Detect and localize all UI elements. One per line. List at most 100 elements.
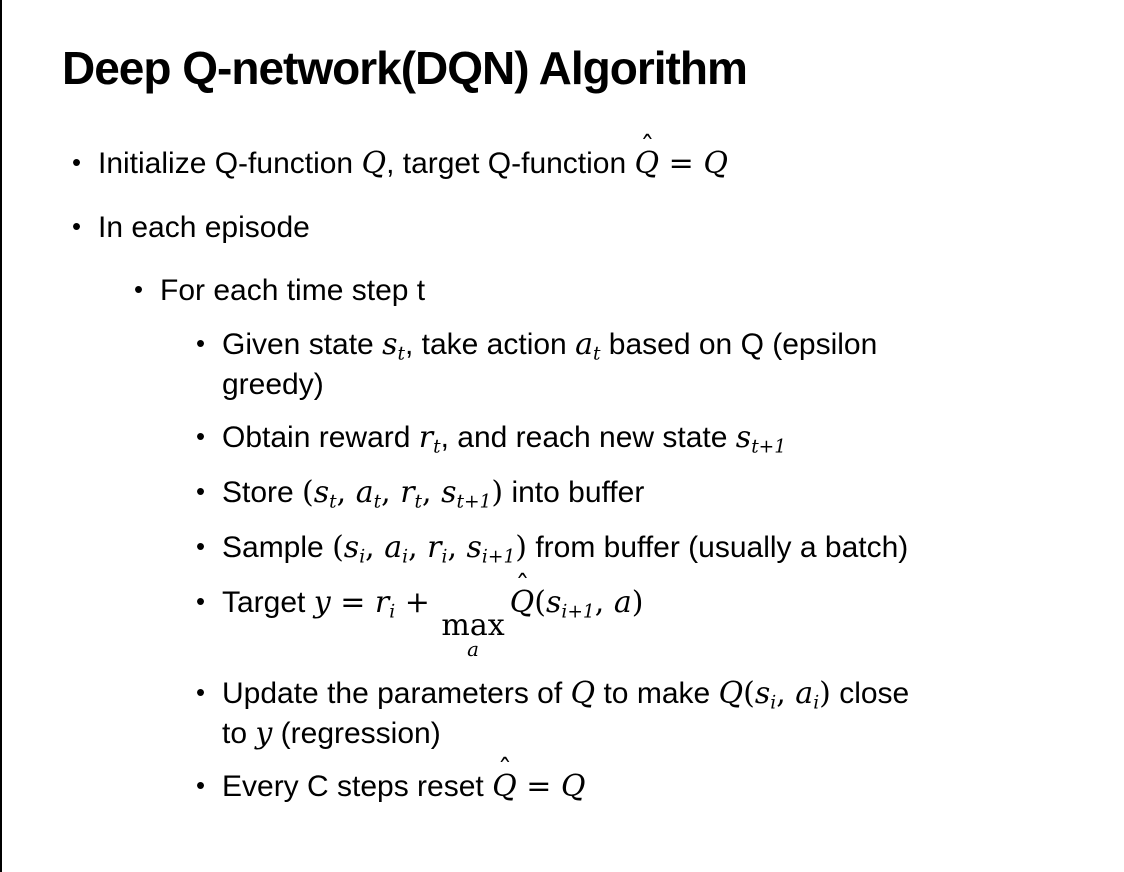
bullet-item: •Update the parameters of Q to make Q(si… bbox=[0, 675, 1096, 753]
text-segment: into buffer bbox=[503, 476, 645, 510]
bullet-text: Update the parameters of Q to make Q(si,… bbox=[222, 675, 1096, 753]
math-var-subscript: si bbox=[343, 530, 366, 568]
math-var-subscript: ri bbox=[374, 585, 396, 623]
math-var: y bbox=[313, 585, 331, 621]
bullet-marker: • bbox=[72, 212, 82, 241]
math-roman: ) bbox=[819, 675, 831, 711]
math-var: y bbox=[255, 715, 273, 751]
bullet-text: Given state st, take action at based on … bbox=[222, 326, 1096, 404]
math-roman: ( bbox=[332, 530, 344, 566]
bullet-text: Store (st, at, rt, st+1) into buffer bbox=[222, 474, 1096, 514]
math-roman: , bbox=[381, 475, 401, 511]
text-segment: to make bbox=[595, 676, 719, 710]
text-segment: Sample bbox=[222, 531, 333, 565]
math-var-subscript: si+1 bbox=[546, 585, 595, 623]
math-roman: ) bbox=[515, 530, 527, 566]
bullet-text: Sample (si, ai, ri, si+1) from buffer (u… bbox=[222, 529, 1096, 569]
math-var-subscript: st bbox=[313, 475, 337, 513]
math-var-subscript: rt bbox=[400, 475, 423, 513]
bullet-text: Obtain reward rt, and reach new state st… bbox=[222, 419, 1096, 459]
bullet-marker: • bbox=[196, 678, 206, 707]
math-var: Q bbox=[570, 675, 596, 711]
text-segment: based on Q (epsilon bbox=[600, 328, 878, 362]
bullet-item: •Initialize Q-function Q, target Q-funct… bbox=[0, 131, 1096, 183]
bullet-text: In each episode bbox=[98, 209, 1096, 247]
math-roman: , bbox=[408, 530, 428, 566]
slide-title: Deep Q-network(DQN) Algorithm bbox=[62, 42, 748, 94]
math-var: Q bbox=[703, 145, 728, 181]
math-roman: = bbox=[330, 585, 375, 621]
text-segment: , target Q-function bbox=[386, 146, 635, 180]
math-roman: ( bbox=[743, 675, 755, 711]
math-var-subscript: ri bbox=[427, 530, 448, 568]
slide-edge-line bbox=[0, 0, 2, 872]
text-segment: Every C steps reset bbox=[222, 769, 493, 803]
bullet-list: •Initialize Q-function Q, target Q-funct… bbox=[0, 131, 1096, 806]
bullet-marker: • bbox=[196, 588, 206, 617]
math-roman: ) bbox=[491, 475, 504, 511]
text-segment: Initialize Q-function bbox=[98, 146, 362, 180]
bullet-item: •Store (st, at, rt, st+1) into buffer bbox=[0, 474, 1096, 514]
math-var-subscript: st+1 bbox=[441, 475, 492, 513]
math-roman: = bbox=[659, 145, 704, 181]
text-segment: In each episode bbox=[98, 210, 310, 244]
bullet-marker: • bbox=[196, 533, 206, 562]
text-segment: greedy) bbox=[222, 368, 324, 402]
bullet-item: • Obtain reward rt, and reach new state s… bbox=[0, 419, 1096, 459]
bullet-marker: • bbox=[196, 423, 206, 452]
math-roman: , bbox=[594, 585, 614, 621]
math-var-subscript: st bbox=[382, 327, 405, 365]
math-roman: = bbox=[516, 768, 561, 804]
math-roman: , bbox=[336, 475, 356, 511]
text-segment: , and reach new state bbox=[440, 421, 736, 455]
math-var-subscript: si+1 bbox=[466, 530, 516, 568]
math-var-subscript: si bbox=[754, 675, 777, 714]
math-var-subscript: at bbox=[575, 327, 601, 365]
text-segment: to bbox=[222, 716, 256, 750]
math-roman: + bbox=[395, 585, 440, 621]
text-segment: , take action bbox=[404, 328, 576, 362]
math-roman: , bbox=[447, 530, 467, 566]
bullet-item: • Sample (si, ai, ri, si+1) from buffer (… bbox=[0, 529, 1096, 569]
text-segment: For each time step t bbox=[160, 274, 426, 308]
text-segment: Obtain reward bbox=[222, 421, 419, 455]
math-roman: ( bbox=[534, 585, 546, 621]
math-var-subscript: rt bbox=[418, 420, 441, 458]
bullet-marker: • bbox=[196, 330, 206, 359]
bullet-marker: • bbox=[134, 276, 144, 305]
bullet-text: Initialize Q-function Q, target Q-functi… bbox=[98, 131, 1096, 183]
math-var: Q bbox=[361, 145, 387, 181]
math-var-subscript: ai bbox=[384, 530, 409, 568]
math-var: a bbox=[613, 585, 632, 621]
bullet-item: • Given state st, take action at based on… bbox=[0, 326, 1096, 404]
text-segment: Given state bbox=[222, 328, 383, 362]
math-roman: , bbox=[422, 475, 442, 511]
text-segment: Target bbox=[222, 586, 314, 620]
text-segment: Update the parameters of bbox=[222, 676, 571, 710]
bullet-text: For each time step t bbox=[160, 272, 1096, 310]
text-segment: (regression) bbox=[272, 716, 441, 750]
math-var-subscript: st+1 bbox=[735, 420, 787, 458]
bullet-marker: • bbox=[72, 148, 82, 177]
math-roman: ) bbox=[631, 585, 644, 621]
math-var: Q bbox=[718, 675, 744, 711]
bullet-item: • For each time step t bbox=[0, 272, 1096, 310]
math-roman: , bbox=[776, 675, 796, 711]
math-roman: , bbox=[365, 530, 385, 566]
bullet-item: • In each episode bbox=[0, 209, 1096, 247]
math-var-subscript: at bbox=[355, 475, 382, 513]
math-var-subscript: ai bbox=[795, 675, 820, 714]
text-segment: close bbox=[830, 676, 910, 710]
text-segment: Store bbox=[222, 476, 303, 510]
math-var: Q bbox=[560, 768, 586, 804]
text-segment: from buffer (usually a batch) bbox=[527, 531, 909, 565]
